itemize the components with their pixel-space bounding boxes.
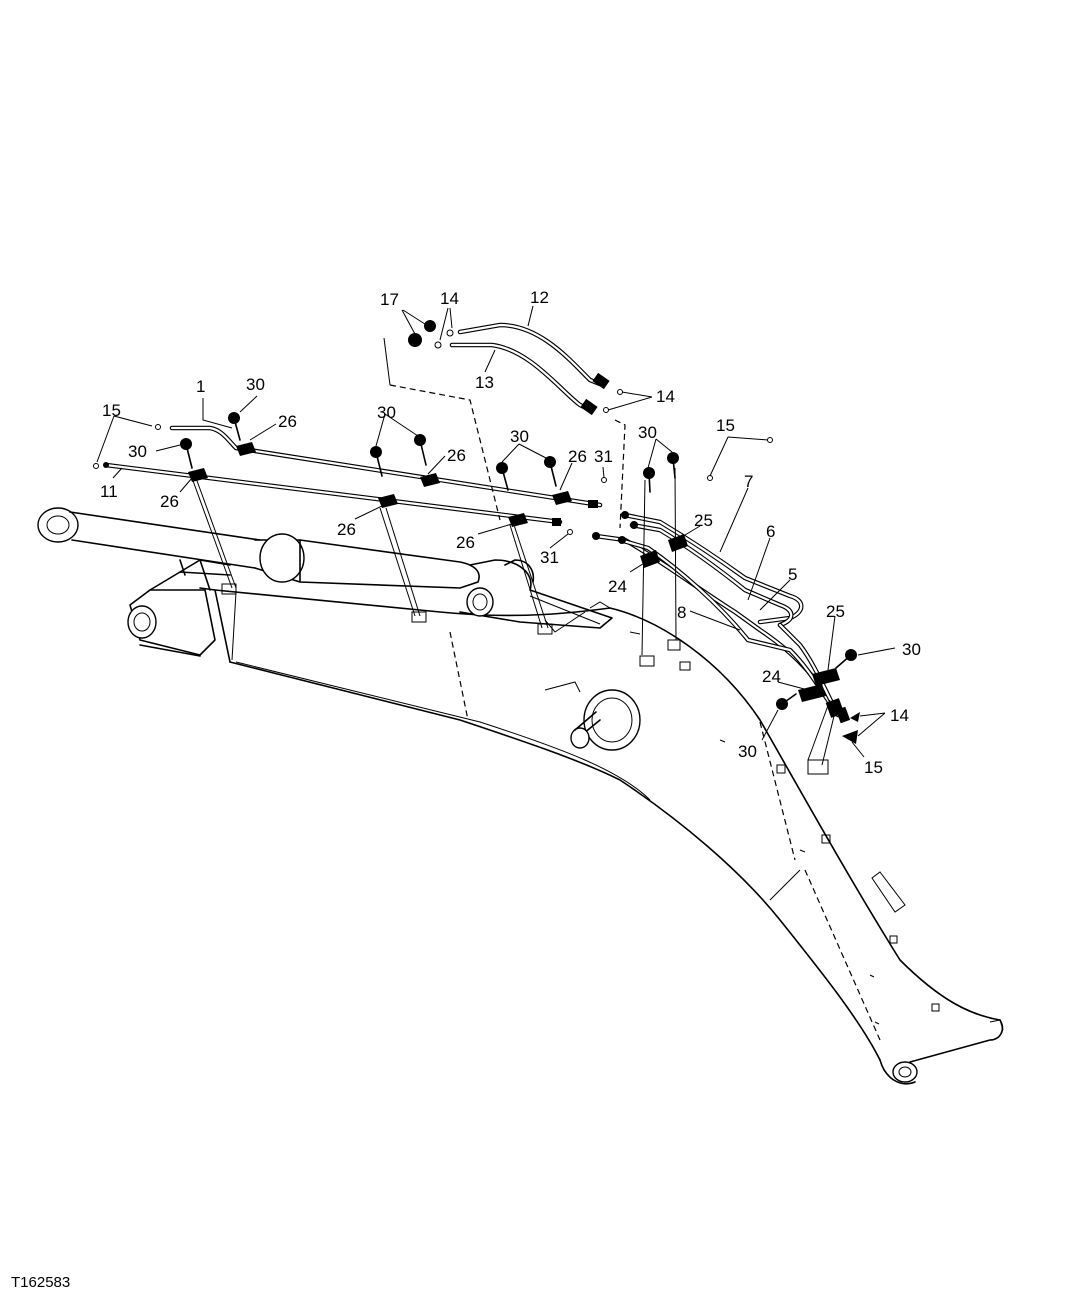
callout-24-a: 24: [608, 577, 627, 596]
bolt-30-d2: [544, 456, 557, 487]
callout-15-bottom: 15: [864, 758, 883, 777]
clamp-26-a: [236, 442, 256, 456]
bolt-30-g: [776, 693, 797, 710]
clamp-24-b: [798, 684, 826, 702]
callout-6: 6: [766, 522, 775, 541]
clamp-26-c: [420, 473, 440, 487]
callout-31-b: 31: [540, 548, 559, 567]
cap-17: [408, 320, 436, 347]
callout-leaders: [96, 305, 896, 758]
callout-labels: 17 14 12 13 14 1 30 15 26 30 11 26 30 26…: [100, 288, 921, 777]
callout-31-a: 31: [594, 447, 613, 466]
cylinder-mount-bracket: [459, 559, 613, 633]
callout-30-c: 30: [377, 403, 396, 422]
callout-13: 13: [475, 373, 494, 392]
o-ring-14-c: [842, 712, 860, 744]
callout-17: 17: [380, 290, 399, 309]
callout-30-a: 30: [246, 375, 265, 394]
o-ring-14-a: [434, 329, 454, 349]
callout-14-hose-end: 14: [656, 387, 675, 406]
clamp-26-e: [552, 491, 572, 505]
callout-1: 1: [196, 377, 205, 396]
callout-26-e: 26: [568, 447, 587, 466]
callout-26-d: 26: [337, 520, 356, 539]
clamp-24-a: [640, 550, 660, 568]
callout-26-b: 26: [160, 492, 179, 511]
bolt-30-a: [228, 412, 241, 441]
bolt-30-c2: [414, 434, 427, 466]
bolt-30-b: [180, 438, 193, 469]
callout-11: 11: [100, 482, 118, 501]
bolt-30-e1: [643, 467, 655, 493]
o-ring-15-b: [707, 437, 773, 481]
boom-foot-bracket: [127, 571, 231, 657]
clamp-25-b: [812, 668, 840, 686]
callout-14-right: 14: [890, 706, 909, 725]
figure-id: T162583: [11, 1274, 71, 1291]
callout-5: 5: [788, 565, 797, 584]
routing-leaders: [191, 384, 837, 766]
clamp-26-b: [188, 468, 208, 482]
o-ring-15-a: [93, 424, 161, 469]
callout-25-a: 25: [694, 511, 713, 530]
clamp-26-d: [378, 494, 398, 508]
callout-12: 12: [530, 288, 549, 307]
callout-30-f: 30: [902, 640, 921, 659]
callout-24-b: 24: [762, 667, 781, 686]
callout-30-g: 30: [738, 742, 757, 761]
callout-7: 7: [744, 472, 753, 491]
callout-26-c: 26: [447, 446, 466, 465]
bolt-30-e2: [667, 452, 679, 479]
callout-30-e: 30: [638, 423, 657, 442]
callout-15-left: 15: [102, 401, 121, 420]
callout-26-f: 26: [456, 533, 475, 552]
o-ring-14-b: [603, 389, 623, 413]
bolt-30-c1: [370, 446, 383, 477]
callout-25-b: 25: [826, 602, 845, 621]
boom-cylinder: [37, 507, 480, 591]
boom-body: [199, 587, 1004, 1085]
pipe-1: [169, 425, 603, 508]
callout-30-b: 30: [128, 442, 147, 461]
hose-12: [457, 322, 610, 390]
pipe-11: [103, 462, 563, 526]
callout-14-top: 14: [440, 289, 459, 308]
bolt-30-f: [835, 649, 857, 669]
callout-15-right: 15: [716, 416, 735, 435]
callout-8: 8: [677, 603, 686, 622]
clamp-25-a: [668, 534, 688, 552]
bolt-30-d1: [496, 462, 509, 491]
hose-13: [449, 342, 598, 416]
callout-30-d: 30: [510, 427, 529, 446]
clamp-26-f: [508, 513, 528, 527]
callout-26-a: 26: [278, 412, 297, 431]
